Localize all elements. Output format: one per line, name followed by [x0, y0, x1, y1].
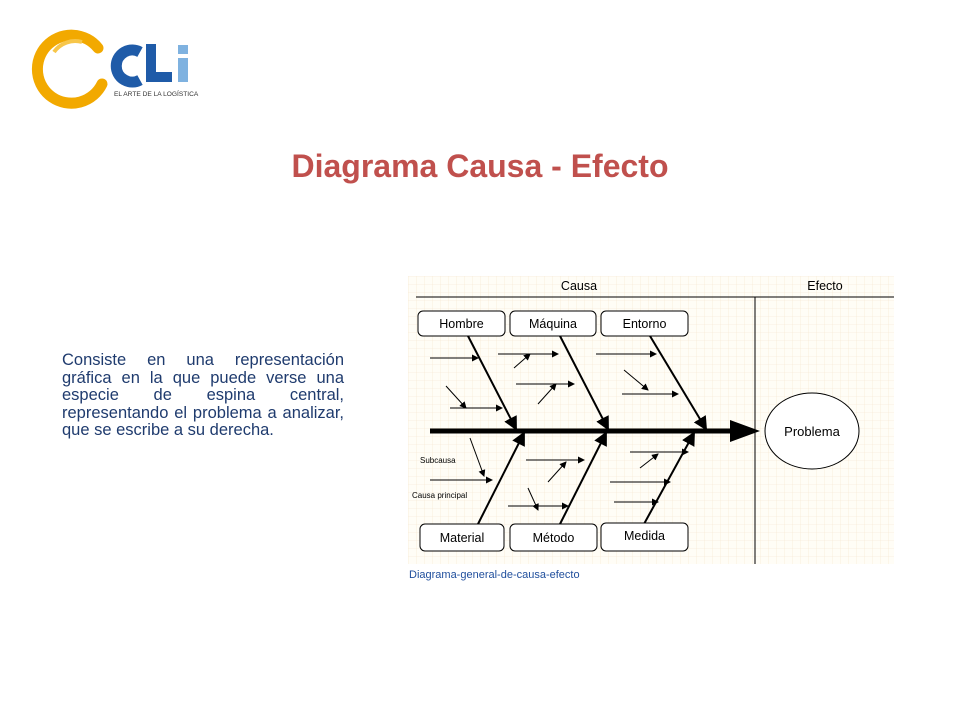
effect-label: Problema	[784, 424, 840, 439]
label-subcause: Subcausa	[420, 456, 456, 465]
description-text: Consiste en una representación gráfica e…	[62, 351, 344, 439]
cause-top-0: Hombre	[439, 317, 484, 331]
effect-ellipse	[764, 392, 860, 470]
diagram-caption: Diagrama-general-de-causa-efecto	[409, 569, 580, 581]
label-main-cause: Causa principal	[412, 491, 467, 500]
cause-bottom-0: Material	[440, 531, 484, 545]
header-cause: Causa	[561, 279, 597, 293]
header-effect: Efecto	[807, 279, 842, 293]
logo-ring-icon	[31, 29, 108, 109]
page-title: Diagrama Causa - Efecto	[291, 148, 669, 184]
cli-logo: EL ARTE DE LA LOGÍSTICA	[22, 22, 216, 110]
cause-bottom-1: Método	[533, 531, 575, 545]
cause-top-2: Entorno	[623, 317, 667, 331]
spine-arrowhead	[730, 420, 760, 442]
logo-tagline: EL ARTE DE LA LOGÍSTICA	[114, 89, 199, 98]
cause-bottom-2: Medida	[624, 529, 665, 543]
fishbone-diagram: Causa Efecto Subcausa Causa princi	[408, 276, 894, 564]
cause-top-1: Máquina	[529, 317, 577, 331]
logo-c-letter	[110, 44, 143, 88]
